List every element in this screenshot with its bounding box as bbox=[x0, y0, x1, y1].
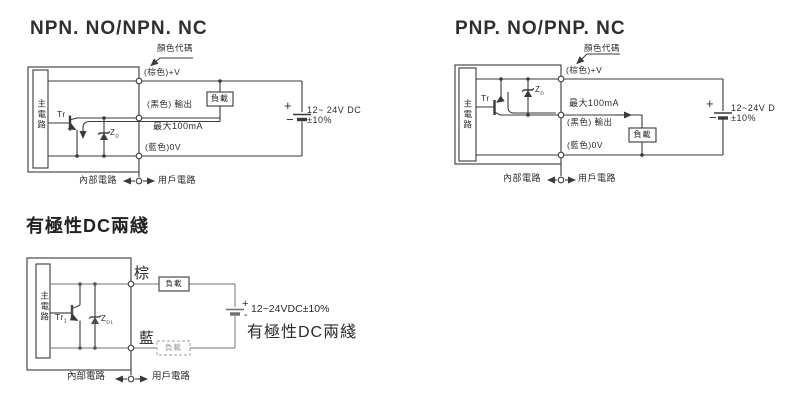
dc2-transistor-icon bbox=[50, 284, 81, 348]
pnp-battery-icon bbox=[714, 112, 732, 120]
dc2-optional-load-label: 負載 bbox=[165, 342, 182, 352]
npn-zener-label: ZD bbox=[110, 128, 120, 140]
pnp-terminals bbox=[557, 75, 565, 159]
pnp-zener-label: ZD bbox=[535, 85, 545, 97]
npn-battery-plus: + bbox=[284, 98, 292, 113]
npn-internal-circuit-label: 內部電路 bbox=[79, 175, 118, 185]
pnp-circuit-drawing bbox=[454, 53, 732, 184]
pnp-main-circuit-box bbox=[458, 67, 477, 162]
dc2-junction-dots bbox=[78, 282, 97, 350]
pnp-zener-diode-icon bbox=[521, 79, 535, 115]
pnp-load-box bbox=[628, 127, 657, 143]
npn-transistor-label: Tr bbox=[57, 109, 66, 119]
npn-color-code-label: 顏色代碼 bbox=[157, 43, 194, 53]
pnp-user-circuit-label: 用戶電路 bbox=[578, 173, 617, 183]
dc2-terminals bbox=[127, 280, 135, 352]
npn-user-circuit-label: 用戶電路 bbox=[158, 175, 197, 185]
npn-supply-tolerance: ±10% bbox=[307, 115, 332, 125]
dc2-main-circuit-box bbox=[35, 263, 51, 359]
npn-transistor-icon bbox=[48, 115, 79, 156]
npn-max-current-label: 最大100mA bbox=[153, 121, 204, 131]
pnp-color-code-arrow bbox=[576, 53, 620, 65]
dc2-brown-wire-label: 棕 bbox=[134, 265, 150, 282]
npn-circuit-drawing bbox=[27, 57, 311, 185]
npn-current-arrow bbox=[79, 120, 220, 139]
pnp-supply-voltage: 12~24V D bbox=[731, 103, 776, 113]
dc2-transistor-label: Tr1 bbox=[55, 312, 68, 325]
npn-terminals bbox=[135, 77, 143, 160]
dc2-user-circuit-label: 用戶電路 bbox=[152, 371, 191, 382]
npn-battery-minus: − bbox=[286, 112, 294, 127]
dc2-supply-voltage: 12~24VDC±10% bbox=[251, 303, 330, 315]
dc2-optional-load-box bbox=[156, 340, 191, 356]
npn-zener-diode-icon bbox=[97, 118, 111, 156]
dc2-title: 有極性DC兩綫 bbox=[26, 216, 149, 236]
pnp-brown-plusv-label: (棕色)+V bbox=[566, 65, 603, 75]
pnp-color-code-label: 顏色代碼 bbox=[584, 43, 621, 53]
npn-main-circuit-label: 主電路 bbox=[36, 99, 47, 131]
pnp-battery-minus: − bbox=[709, 110, 717, 125]
npn-battery-icon bbox=[293, 113, 311, 122]
dc2-zener-label: ZD1 bbox=[101, 314, 114, 326]
pnp-black-output-label: (黑色) 輸出 bbox=[567, 117, 613, 127]
npn-blue-0v-label: (藍色)0V bbox=[145, 142, 182, 152]
pnp-load-label: 負載 bbox=[633, 130, 652, 140]
npn-internal-user-divider bbox=[123, 172, 155, 185]
dc2-battery-icon bbox=[226, 308, 244, 316]
npn-junction-dots bbox=[75, 79, 222, 158]
pnp-transistor-icon bbox=[476, 79, 505, 116]
npn-load-box bbox=[206, 91, 234, 107]
dc2-blue-wire-label: 藍 bbox=[139, 330, 155, 347]
pnp-supply-tolerance: ±10% bbox=[731, 113, 756, 123]
npn-color-code-arrow bbox=[150, 57, 193, 67]
pnp-internal-user-divider bbox=[547, 164, 576, 184]
pnp-max-current-label: 最大100mA bbox=[569, 98, 620, 108]
npn-main-circuit-box bbox=[32, 69, 49, 169]
dc2-internal-circuit-label: 內部電路 bbox=[67, 371, 106, 382]
pnp-transistor-label: Tr bbox=[481, 93, 490, 103]
npn-black-output-label: (黑色) 輸出 bbox=[147, 99, 193, 109]
npn-brown-plusv-label: (棕色)+V bbox=[144, 67, 181, 77]
pnp-battery-wire bbox=[476, 79, 724, 156]
npn-load-label: 負載 bbox=[211, 94, 229, 104]
npn-title: NPN. NO/NPN. NC bbox=[30, 18, 208, 39]
dc2-circuit-drawing bbox=[26, 257, 244, 383]
dc2-zener-diode-icon bbox=[88, 284, 102, 348]
dc2-load-box bbox=[158, 276, 190, 292]
dc2-subtitle: 有極性DC兩綫 bbox=[247, 324, 358, 341]
dc2-internal-user-divider bbox=[115, 370, 148, 383]
npn-battery-wire bbox=[139, 81, 303, 157]
pnp-junction-dots bbox=[499, 77, 644, 157]
dc2-sensor-body-box bbox=[26, 257, 132, 371]
pnp-title: PNP. NO/PNP. NC bbox=[455, 18, 626, 39]
dc2-main-circuit-label: 主電路 bbox=[39, 291, 50, 323]
dc2-load-label: 負載 bbox=[165, 278, 183, 288]
dc2-battery-minus: - bbox=[244, 309, 248, 321]
npn-supply-voltage: 12~ 24V DC bbox=[307, 105, 362, 115]
pnp-blue-0v-label: (藍色)0V bbox=[567, 140, 604, 150]
pnp-battery-plus: + bbox=[706, 96, 714, 111]
dc2-battery-plus: + bbox=[242, 298, 249, 310]
pnp-internal-circuit-label: 內部電路 bbox=[503, 173, 542, 183]
pnp-main-circuit-label: 主電路 bbox=[462, 99, 473, 131]
